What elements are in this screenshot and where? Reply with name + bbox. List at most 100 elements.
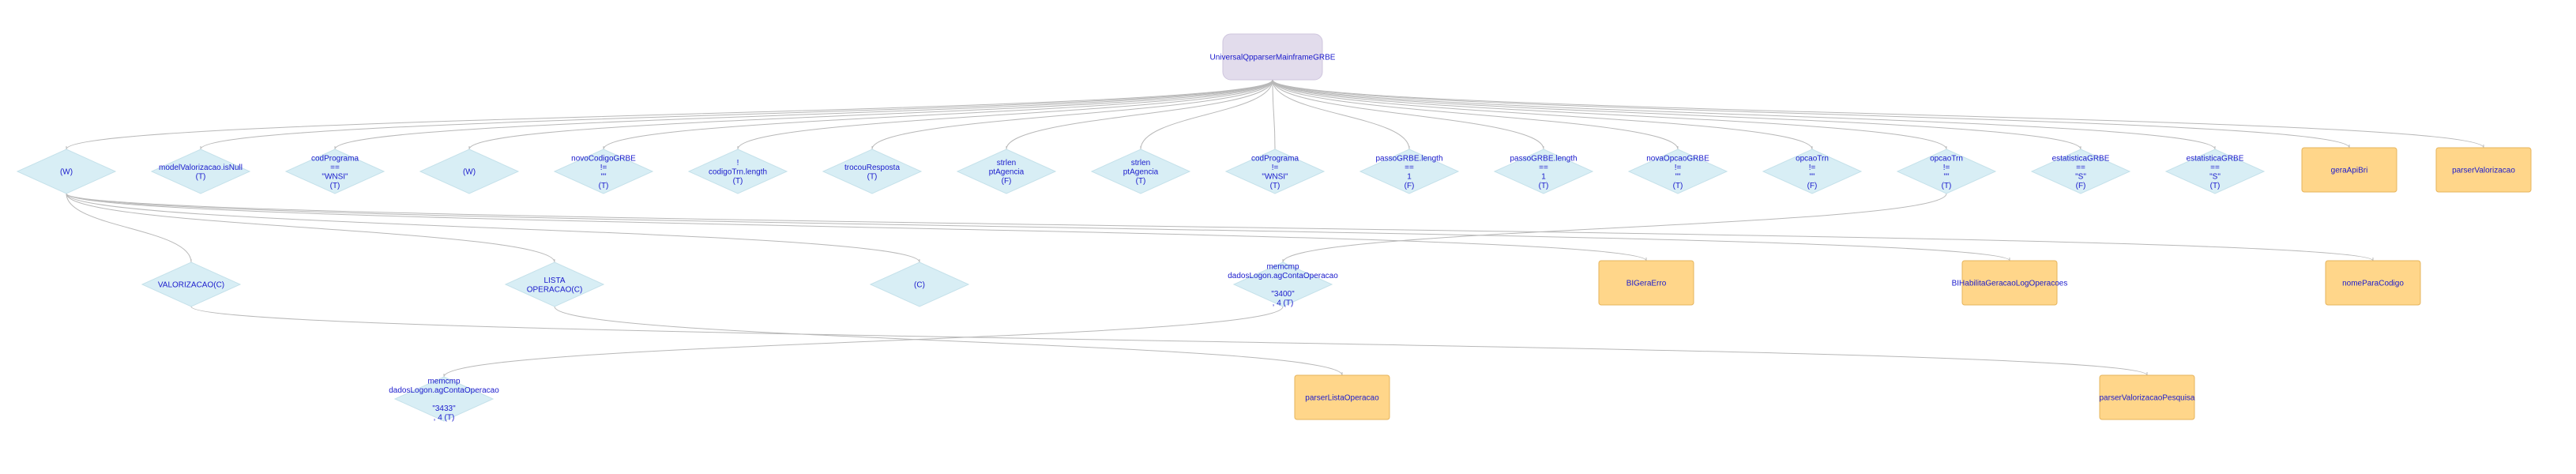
node-e2-label-0: LISTA xyxy=(543,276,565,285)
node-d12[interactable]: passoGRBE.length==1(T) xyxy=(1493,149,1594,194)
node-d8-label-2: (F) xyxy=(1002,177,1012,186)
decision-diamond-e2 xyxy=(504,261,605,307)
node-r6[interactable]: parserListaOperacao xyxy=(1294,374,1390,420)
node-e1[interactable]: VALORIZACAO(C) xyxy=(141,261,242,307)
edge-root-d16 xyxy=(1272,79,2081,150)
node-r7[interactable]: parserValorizacaoPesquisa xyxy=(2099,374,2195,420)
node-d5-label-0: novoCodigoGRBE xyxy=(571,154,636,163)
node-d4-label-0: (W) xyxy=(463,168,476,177)
node-e3[interactable]: (C) xyxy=(869,261,970,307)
edge-root-d3 xyxy=(334,79,1273,150)
node-d15[interactable]: opcaoTrn!=""(T) xyxy=(1896,149,1997,194)
node-d3-label-1: == xyxy=(330,164,340,172)
node-d7[interactable]: trocouResposta(T) xyxy=(822,149,923,194)
node-d2[interactable]: modelValorizacao.isNull(T) xyxy=(150,149,251,194)
edge-e2-r6 xyxy=(554,306,1343,376)
node-d9-label-0: strlen xyxy=(1131,159,1150,167)
node-r4[interactable]: BIHabilitaGeracaoLogOperacoes xyxy=(1952,260,2068,306)
decision-diamond-d6 xyxy=(687,149,788,194)
node-d15-label-3: (T) xyxy=(1942,182,1952,190)
node-d11-label-1: == xyxy=(1405,164,1414,172)
node-d14-label-3: (F) xyxy=(1807,182,1818,190)
node-d10-label-2: "WNSI" xyxy=(1262,172,1288,181)
node-d10[interactable]: codPrograma!="WNSI"(T) xyxy=(1224,149,1326,194)
edge-root-d5 xyxy=(603,79,1273,150)
node-d13[interactable]: novaOpcaoGRBE!=""(T) xyxy=(1627,149,1728,194)
node-d14[interactable]: opcaoTrn!=""(F) xyxy=(1762,149,1863,194)
node-d5-label-3: (T) xyxy=(599,182,609,190)
edge-root-d1 xyxy=(66,79,1273,150)
edge-root-d9 xyxy=(1140,79,1273,150)
node-f1-label-3: "3433" xyxy=(432,404,456,413)
decision-diamond-f1 xyxy=(393,376,495,422)
node-e4-label-4: , 4 (T) xyxy=(1273,299,1294,308)
node-r6-label-0: parserListaOperacao xyxy=(1305,394,1379,403)
edge-root-d12 xyxy=(1272,79,1544,150)
edge-root-r2 xyxy=(1272,79,2484,149)
node-d17-label-0: estatisticaGRBE xyxy=(2187,154,2244,163)
node-r5[interactable]: nomeParaCodigo xyxy=(2325,260,2421,306)
node-root[interactable]: UniversalQpparserMainframeGRBE xyxy=(1210,33,1336,81)
node-d5-label-2: "" xyxy=(600,172,607,181)
node-r1-label-0: geraApiBri xyxy=(2331,167,2368,175)
node-d3-label-3: (T) xyxy=(330,182,340,190)
decision-diamond-d2 xyxy=(150,149,251,194)
edge-d1-e3 xyxy=(66,193,920,263)
node-d12-label-3: (T) xyxy=(1539,182,1549,190)
decision-diamond-d12 xyxy=(1493,149,1594,194)
edge-root-d15 xyxy=(1272,79,1947,150)
node-d17[interactable]: estatisticaGRBE=="S"(T) xyxy=(2164,149,2266,194)
node-d11-label-2: 1 xyxy=(1407,172,1412,181)
edge-root-d17 xyxy=(1272,79,2216,150)
node-d13-label-3: (T) xyxy=(1673,182,1683,190)
node-d10-label-0: codPrograma xyxy=(1251,154,1299,163)
edge-d1-r4 xyxy=(66,193,2010,261)
node-r3[interactable]: BIGeraErro xyxy=(1598,260,1694,306)
node-r2[interactable]: parserValorizacao xyxy=(2435,147,2532,193)
node-d8-label-1: ptAgencia xyxy=(989,168,1025,177)
node-e1-label-0: VALORIZACAO(C) xyxy=(158,281,224,290)
node-d3[interactable]: codPrograma=="WNSI"(T) xyxy=(284,149,385,194)
node-f1[interactable]: memcmpdadosLogon.agContaOperacao"3433", … xyxy=(389,376,499,423)
process-box-r1 xyxy=(2301,147,2397,193)
node-d16-label-2: "S" xyxy=(2075,172,2086,181)
node-d5[interactable]: novoCodigoGRBE!=""(T) xyxy=(553,149,654,194)
node-d1-label-0: (W) xyxy=(60,168,73,177)
node-d4[interactable]: (W) xyxy=(419,149,520,194)
node-d14-label-2: "" xyxy=(1809,172,1815,181)
node-d3-label-2: "WNSI" xyxy=(322,172,348,181)
node-d17-label-1: == xyxy=(2210,164,2220,172)
process-box-r7 xyxy=(2099,374,2195,420)
node-r7-label-0: parserValorizacaoPesquisa xyxy=(2100,394,2195,403)
nodes: UniversalQpparserMainframeGRBE (W) modelVa… xyxy=(16,33,2532,423)
decision-diamond-d10 xyxy=(1224,149,1326,194)
node-d6[interactable]: !codigoTrn.length(T) xyxy=(687,149,788,194)
decision-diamond-d13 xyxy=(1627,149,1728,194)
root-node-box xyxy=(1222,33,1323,81)
node-d2-label-1: (T) xyxy=(196,172,206,181)
node-d6-label-1: codigoTrn.length xyxy=(709,168,767,177)
node-e4-label-0: memcmp xyxy=(1266,263,1299,272)
edge-root-d13 xyxy=(1272,79,1679,150)
edge-d15-e4 xyxy=(1282,193,1947,263)
node-d8-label-0: strlen xyxy=(997,159,1016,167)
node-f1-label-1: dadosLogon.agContaOperacao xyxy=(389,386,499,395)
edge-root-r1 xyxy=(1272,79,2350,149)
node-d9-label-1: ptAgencia xyxy=(1123,168,1159,177)
node-d11[interactable]: passoGRBE.length==1(F) xyxy=(1359,149,1460,194)
node-d16[interactable]: estatisticaGRBE=="S"(F) xyxy=(2030,149,2131,194)
node-r1[interactable]: geraApiBri xyxy=(2301,147,2397,193)
node-d5-label-1: != xyxy=(600,164,607,172)
process-box-r2 xyxy=(2435,147,2532,193)
edge-e1-r7 xyxy=(190,306,2148,376)
decision-diamond-e1 xyxy=(141,261,242,307)
node-d1[interactable]: (W) xyxy=(16,149,117,194)
node-d9-label-2: (T) xyxy=(1136,177,1146,186)
edge-e4-f1 xyxy=(443,306,1284,378)
decision-diamond-d7 xyxy=(822,149,923,194)
decision-diamond-d14 xyxy=(1762,149,1863,194)
node-e4[interactable]: memcmpdadosLogon.agContaOperacao"3400", … xyxy=(1228,261,1338,308)
